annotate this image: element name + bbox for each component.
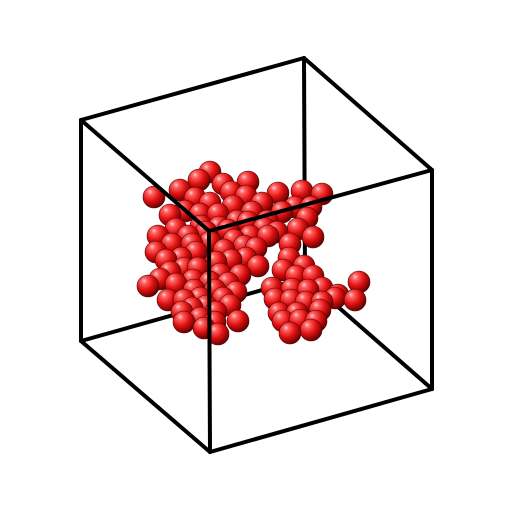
particle-sphere	[206, 322, 230, 346]
particle-sphere	[301, 225, 325, 249]
box-edge-front-bottom	[79, 339, 212, 454]
particle-sphere	[226, 309, 250, 333]
particle-cluster	[136, 160, 371, 346]
box-edge-back-vert	[302, 56, 307, 280]
box-edge-front-top	[79, 118, 211, 233]
box-edge-front-floor	[208, 387, 434, 454]
particle-sphere	[172, 310, 196, 334]
particle-sphere	[246, 254, 270, 278]
box-edge-front-top2	[207, 168, 434, 233]
particle-sphere	[136, 274, 160, 298]
particle-sphere	[142, 185, 166, 209]
particle-sphere	[278, 321, 302, 345]
box-edge-front-left	[207, 229, 212, 454]
particle-sphere	[343, 288, 367, 312]
box-front-edges	[79, 118, 434, 454]
box-edge-back-top	[79, 56, 306, 122]
particle-sphere	[299, 318, 323, 342]
box-edge-back-right	[302, 56, 434, 172]
